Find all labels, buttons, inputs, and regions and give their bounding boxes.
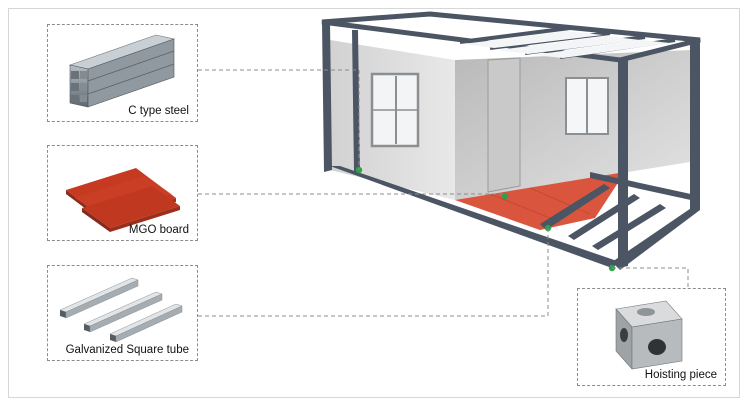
hoisting-piece-image (615, 300, 683, 370)
mgo-board-image (66, 168, 180, 232)
leader-line-c-steel (198, 69, 360, 170)
back-door (487, 57, 521, 193)
outer-frame (8, 8, 740, 398)
callout-label: Hoisting piece (644, 369, 717, 381)
callout-c-type-steel: C type steel (47, 24, 198, 122)
leader-lines (198, 69, 689, 317)
callout-label: MGO board (128, 224, 189, 236)
callout-mgo-board: MGO board (47, 145, 198, 241)
square-tube-image (59, 277, 183, 343)
callout-square-tube: Galvanized Square tube (47, 265, 198, 361)
callout-label: C type steel (128, 105, 189, 117)
roof-panels (463, 31, 670, 58)
c-type-steel-image (68, 34, 176, 108)
connector-dot (501, 192, 509, 200)
red-floor (455, 172, 625, 230)
leader-line-tube (198, 228, 549, 317)
callout-label: Galvanized Square tube (65, 344, 189, 356)
leader-line-hoist (612, 267, 689, 288)
callout-hoisting-piece: Hoisting piece (577, 288, 726, 386)
